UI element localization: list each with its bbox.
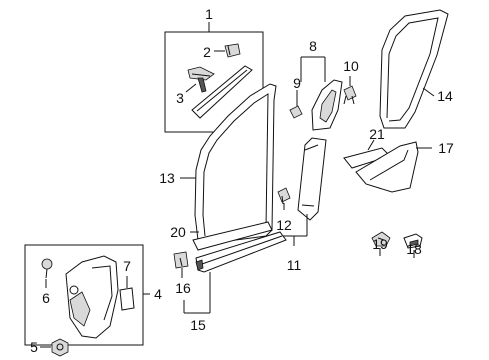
part-1-pillar-trim [191,65,253,119]
callout-17: 17 [438,140,454,156]
part-16-clip [173,251,189,269]
part-5-nut [51,338,69,357]
part-4-kick-panel [65,255,119,339]
callout-19: 19 [372,236,388,252]
callout-14: 14 [437,88,453,104]
leader-14 [422,87,435,97]
callout-2: 2 [203,44,211,60]
callout-4: 4 [154,286,162,302]
part-10-clip [343,85,357,105]
part-18-clip [403,233,423,249]
part-7-cover [119,287,135,311]
group-4-box [24,244,150,346]
callout-9: 9 [293,75,301,91]
callout-20: 20 [170,224,186,240]
part-15-scuff-plate [195,231,287,273]
callout-7: 7 [123,258,131,274]
part-19-clip [371,231,391,247]
part-12-clip [277,187,291,205]
callout-15: 15 [190,317,206,333]
leader-3 [185,83,197,93]
callout-5: 5 [30,339,38,355]
part-20-sill-trim [192,221,273,251]
callout-6: 6 [42,290,50,306]
part-8-b-pillar-upper-trim [311,79,343,131]
part-17-rear-scuff-plate [355,141,419,193]
leader-21 [367,139,375,151]
callout-3: 3 [176,90,184,106]
part-3-clip [187,66,215,93]
part-2-clip [224,43,241,58]
callout-21: 21 [369,126,385,142]
part-6-clip [41,258,53,279]
callout-1: 1 [205,6,213,22]
part-14-weatherstrip [379,9,449,129]
callout-13: 13 [159,170,175,186]
callout-11: 11 [287,257,302,273]
callout-18: 18 [406,241,422,257]
callout-8: 8 [309,38,317,54]
callout-16: 16 [175,280,191,296]
callout-12: 12 [276,217,292,233]
part-9-clip [289,105,303,119]
part-11-b-pillar-lower-trim [297,137,327,221]
callout-10: 10 [343,58,359,74]
